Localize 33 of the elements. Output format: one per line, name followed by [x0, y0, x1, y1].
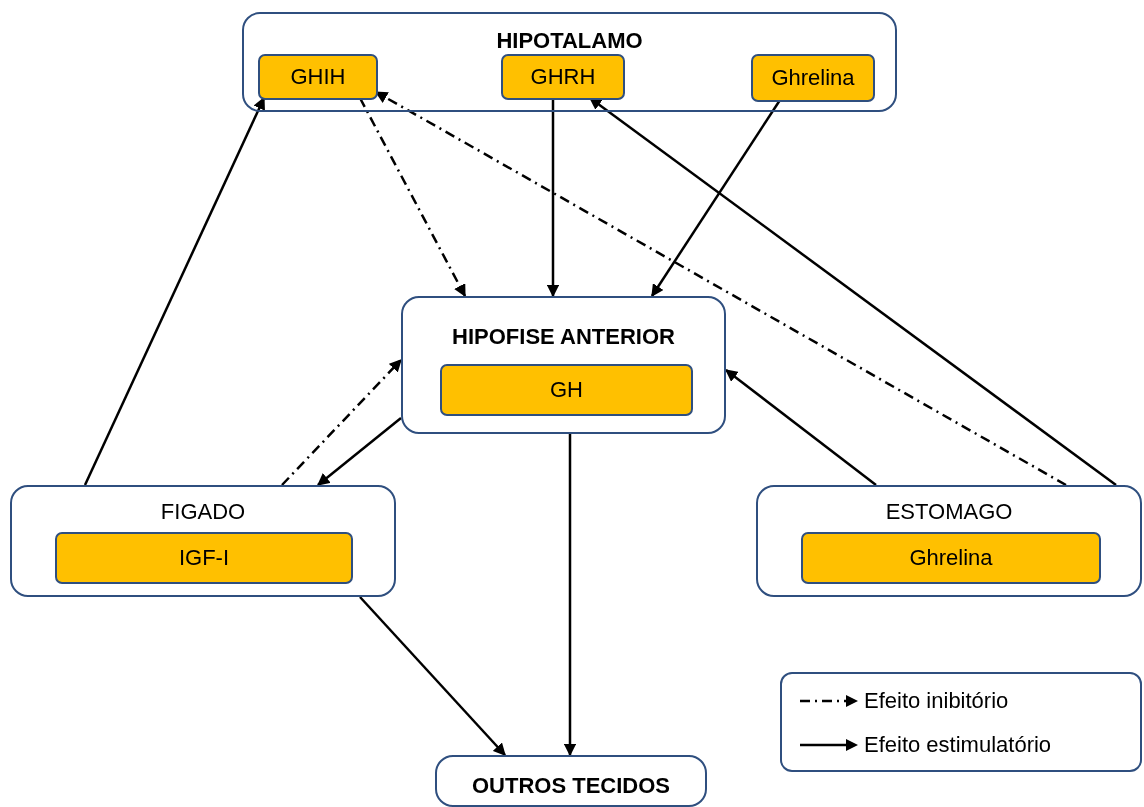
- organ-box: [401, 296, 726, 434]
- arrow: [725, 369, 877, 486]
- hormone-label: GHRH: [530, 64, 596, 90]
- hormone-box: [440, 364, 693, 416]
- arrow: [546, 98, 560, 298]
- hormone-label: IGF-I: [178, 545, 230, 571]
- organ-title: HIPOTALAMO: [496, 28, 643, 54]
- hormone-box: [55, 532, 353, 584]
- hormone-box: [801, 532, 1101, 584]
- organ-title: FIGADO: [160, 499, 246, 525]
- organ-title: OUTROS TECIDOS: [472, 773, 670, 799]
- arrow: [281, 359, 402, 486]
- arrow: [589, 97, 1117, 486]
- organ-box: [242, 12, 897, 112]
- hormone-label: GH: [550, 377, 583, 403]
- arrow: [563, 434, 577, 757]
- organ-title: ESTOMAGO: [885, 499, 1013, 525]
- hormone-box: [501, 54, 625, 100]
- organ-box: [756, 485, 1142, 597]
- organ-title: HIPOFISE ANTERIOR: [452, 324, 675, 350]
- hormone-label: Ghrelina: [771, 65, 855, 91]
- hormone-label: GHIH: [290, 64, 346, 90]
- hormone-label: Ghrelina: [909, 545, 993, 571]
- organ-box: [435, 755, 707, 807]
- arrow: [650, 99, 782, 298]
- legend-label: Efeito estimulatório: [864, 732, 1052, 758]
- organ-box: [10, 485, 396, 597]
- arrow: [317, 417, 402, 486]
- hormone-box: [751, 54, 875, 102]
- hormone-box: [258, 54, 378, 100]
- legend-label: Efeito inibitório: [864, 688, 1009, 714]
- arrow: [359, 596, 506, 756]
- arrow: [358, 97, 467, 298]
